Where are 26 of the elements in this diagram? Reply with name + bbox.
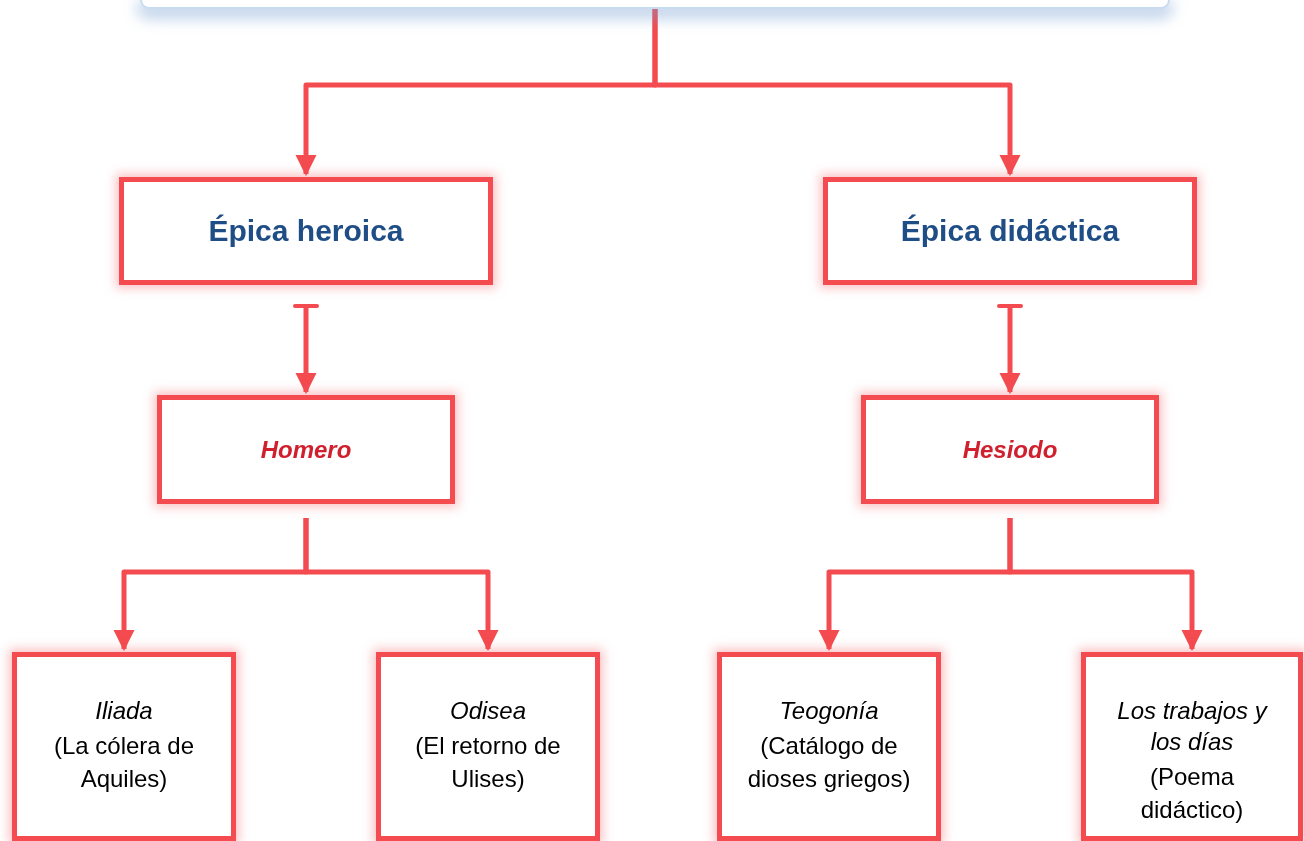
work-description: (Catálogo de dioses griegos) [746,731,912,794]
category-title: Épica heroica [208,214,404,248]
work-box [1081,652,1303,841]
work-title: Odisea [448,696,527,726]
work-description: (La cólera de Aquiles) [52,731,196,794]
category-title: Épica didáctica [900,214,1120,248]
arrow [999,305,1021,395]
author-name: Homero [260,435,352,464]
work-box [12,652,236,841]
work-description: (Poema didáctico) [1139,762,1245,825]
category-box [157,395,455,504]
category-box [119,177,493,285]
panel-box [140,0,1170,9]
work-box [376,652,600,841]
work-title: Iliada [94,696,154,726]
work-title: Los trabajos y los días [1116,696,1269,758]
category-box [861,395,1159,504]
arrow [295,305,317,395]
work-box [717,652,941,841]
arrow [1007,518,1203,652]
arrow [652,9,1021,177]
work-title: Teogonía [778,696,880,726]
arrow [303,518,499,652]
category-box [823,177,1197,285]
author-name: Hesiodo [962,435,1058,464]
work-description: (El retorno de Ulises) [414,731,562,794]
